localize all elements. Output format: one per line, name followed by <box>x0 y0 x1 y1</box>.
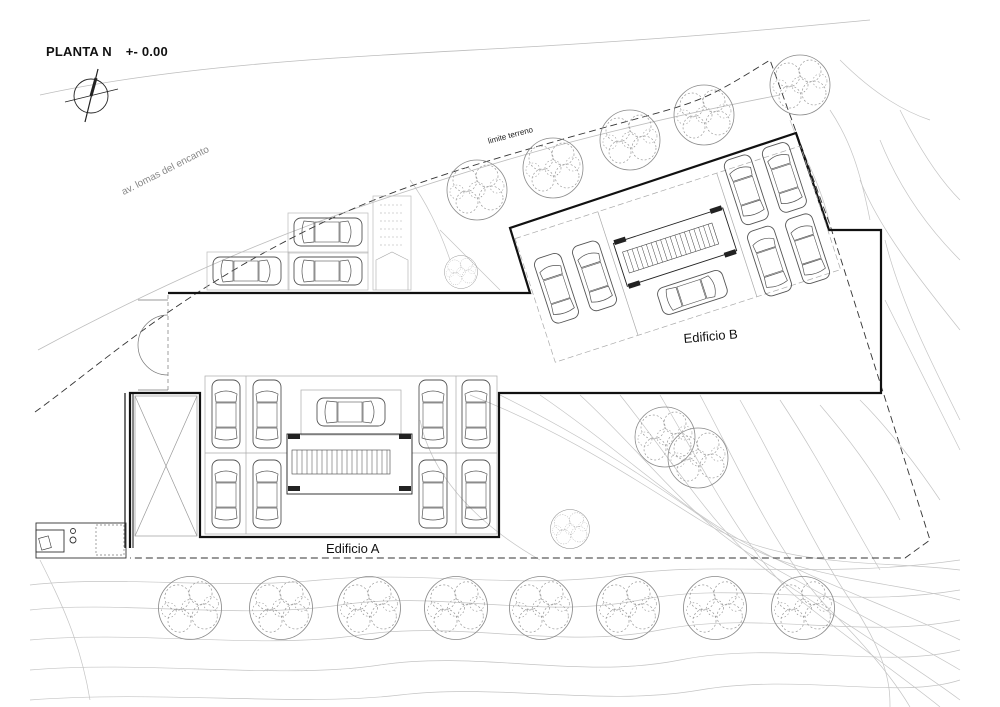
property-boundary <box>34 59 931 559</box>
building-a-label: Edificio A <box>326 541 380 556</box>
access-ramp <box>134 395 198 537</box>
gatehouse <box>35 522 127 559</box>
north-arrow-icon <box>64 68 119 123</box>
plan-level: +- 0.00 <box>125 44 168 59</box>
building-a <box>204 375 498 535</box>
street-parking <box>206 195 412 291</box>
street-lines <box>37 19 871 351</box>
plan-title-text: PLANTA N <box>46 44 112 59</box>
entrance-gate <box>137 295 169 392</box>
parking-level-outline <box>128 131 883 548</box>
plan-title: PLANTA N +- 0.00 <box>46 44 178 59</box>
building-b <box>514 140 842 363</box>
